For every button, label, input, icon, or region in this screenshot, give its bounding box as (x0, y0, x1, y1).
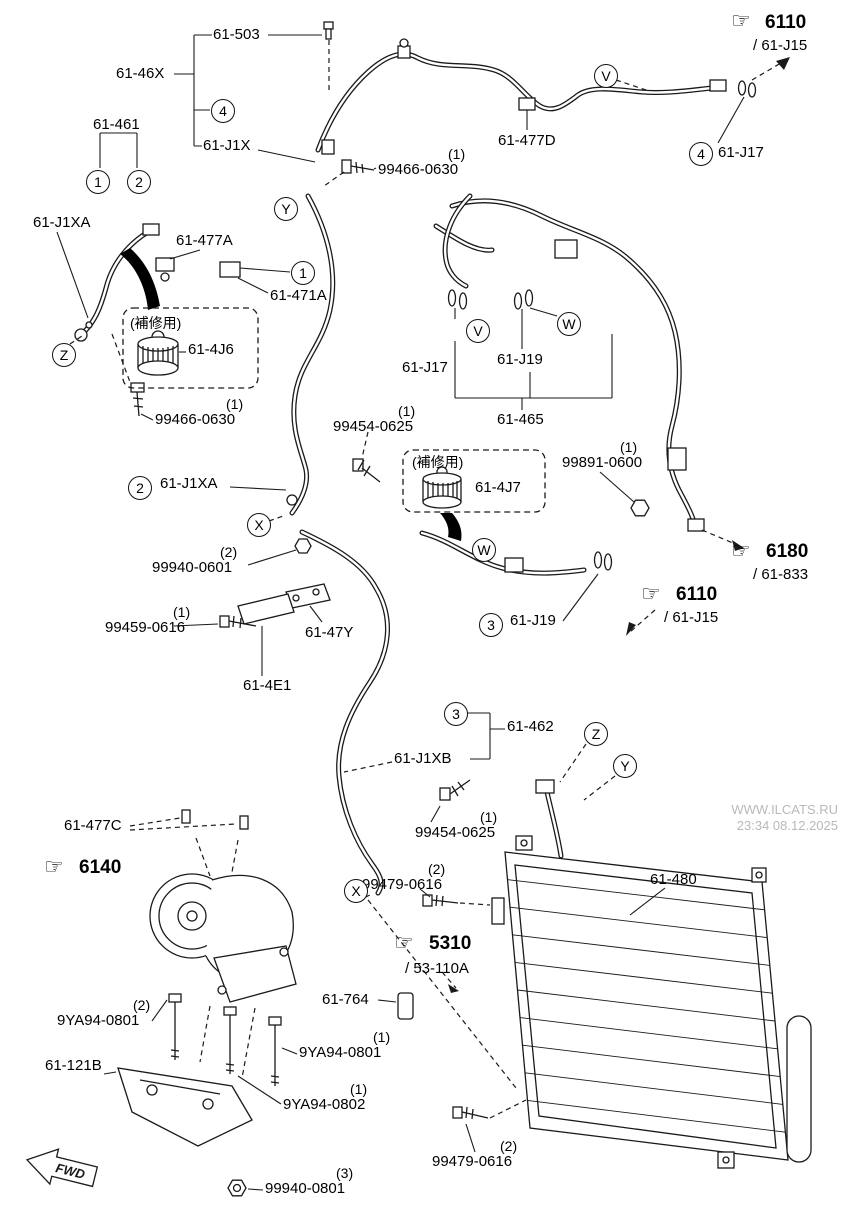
part-label-61-480: 61-480 (650, 871, 697, 888)
qty-label: (1) (620, 439, 638, 455)
section-sub-61-833: / 61-833 (753, 566, 809, 583)
part-label-61-477D: 61-477D (498, 132, 556, 149)
qty-label: (1) (226, 396, 244, 412)
part-label-61-J19: 61-J19 (497, 351, 543, 368)
ref-circle-1: 1 (86, 170, 110, 194)
qty-label: (1) (480, 809, 498, 825)
part-label-61-J19: 61-J19 (510, 612, 556, 629)
qty-label: (3) (336, 1165, 354, 1181)
part-label-61-47Y: 61-47Y (305, 624, 354, 641)
ref-circle-V: V (466, 319, 490, 343)
section-code-6140: 6140 (79, 857, 122, 878)
pointer-hand-icon: ☞ (641, 581, 661, 606)
part-label-99454-0625: 99454-0625 (333, 418, 414, 435)
ref-circle-Y: Y (274, 197, 298, 221)
watermark: WWW.ILCATS.RU 23:34 08.12.2025 (690, 802, 838, 835)
pointer-hand-icon: ☞ (44, 854, 64, 879)
svg-text:FWD: FWD (54, 1160, 87, 1182)
part-label-61-J1XA: 61-J1XA (33, 214, 91, 231)
section-code-6110: 6110 (676, 584, 718, 605)
ref-circle-3: 3 (479, 613, 503, 637)
part-label-61-J17: 61-J17 (402, 359, 448, 376)
ref-circle-1: 1 (291, 261, 315, 285)
part-label-99466-0630: 99466-0630 (155, 411, 236, 428)
part-label-61-46X: 61-46X (116, 65, 165, 82)
part-label-99466-0630: 99466-0630 (378, 161, 459, 178)
section-code-6180: 6180 (766, 541, 809, 562)
part-label-61-4J7: 61-4J7 (475, 479, 521, 496)
part-label-9YA94-0802: 9YA94-0802 (283, 1096, 366, 1113)
section-code-6110: 6110 (765, 12, 807, 33)
repair-note-label: (補修用) (130, 315, 182, 331)
section-sub-53-110A: / 53-110A (405, 960, 469, 977)
section-sub-61-J15: / 61-J15 (664, 609, 719, 626)
part-label-99454-0625: 99454-0625 (415, 824, 496, 841)
section-sub-61-J15: / 61-J15 (753, 37, 808, 54)
ref-circle-4: 4 (211, 99, 235, 123)
ref-circle-W: W (472, 538, 496, 562)
part-label-61-J1XB: 61-J1XB (394, 750, 452, 767)
qty-label: (2) (428, 861, 446, 877)
part-label-61-461: 61-461 (93, 116, 140, 133)
part-label-61-477C: 61-477C (64, 817, 122, 834)
part-label-61-465: 61-465 (497, 411, 544, 428)
part-label-99479-0616: 99479-0616 (362, 876, 443, 893)
ref-circle-X: X (344, 879, 368, 903)
qty-label: (2) (500, 1138, 518, 1154)
pointer-hand-icon: ☞ (731, 8, 751, 33)
watermark-timestamp: 23:34 08.12.2025 (736, 818, 838, 834)
ref-circle-Z: Z (52, 343, 76, 367)
part-label-9YA94-0801: 9YA94-0801 (299, 1044, 382, 1061)
part-label-61-4E1: 61-4E1 (243, 677, 292, 694)
part-label-99459-0616: 99459-0616 (105, 619, 186, 636)
part-label-61-121B: 61-121B (45, 1057, 102, 1074)
ref-circle-Y: Y (613, 754, 637, 778)
pointer-hand-icon: ☞ (394, 930, 414, 955)
part-label-61-J17: 61-J17 (718, 144, 764, 161)
qty-label: (2) (133, 997, 151, 1013)
qty-label: (1) (398, 403, 416, 419)
qty-label: (1) (448, 146, 466, 162)
part-label-9YA94-0801: 9YA94-0801 (57, 1012, 140, 1029)
ref-circle-2: 2 (128, 476, 152, 500)
part-label-99891-0600: 99891-0600 (562, 454, 643, 471)
qty-label: (1) (373, 1029, 391, 1045)
part-label-99940-0801: 99940-0801 (265, 1180, 346, 1197)
qty-label: (2) (220, 544, 238, 560)
part-label-61-4J6: 61-4J6 (188, 341, 234, 358)
part-label-61-503: 61-503 (213, 26, 260, 43)
pointer-hand-icon: ☞ (731, 538, 751, 563)
section-code-5310: 5310 (429, 933, 472, 954)
ref-circle-3: 3 (444, 702, 468, 726)
part-label-61-J1X: 61-J1X (203, 137, 251, 154)
part-label-61-764: 61-764 (322, 991, 369, 1008)
ref-circle-Z: Z (584, 722, 608, 746)
repair-note-label: (補修用) (412, 454, 464, 470)
part-label-61-471A: 61-471A (270, 287, 327, 304)
part-label-61-462: 61-462 (507, 718, 554, 735)
part-label-61-J1XA: 61-J1XA (160, 475, 218, 492)
part-label-99479-0616: 99479-0616 (432, 1153, 513, 1170)
watermark-site: WWW.ILCATS.RU (731, 802, 838, 817)
ref-circle-4: 4 (689, 142, 713, 166)
qty-label: (1) (173, 604, 191, 620)
ref-circle-2: 2 (127, 170, 151, 194)
ref-circle-V: V (594, 64, 618, 88)
ref-circle-W: W (557, 312, 581, 336)
fwd-arrow-icon: FWD (25, 1148, 99, 1188)
ref-circle-X: X (247, 513, 271, 537)
part-label-99940-0601: 99940-0601 (152, 559, 233, 576)
part-label-61-477A: 61-477A (176, 232, 233, 249)
qty-label: (1) (350, 1081, 368, 1097)
